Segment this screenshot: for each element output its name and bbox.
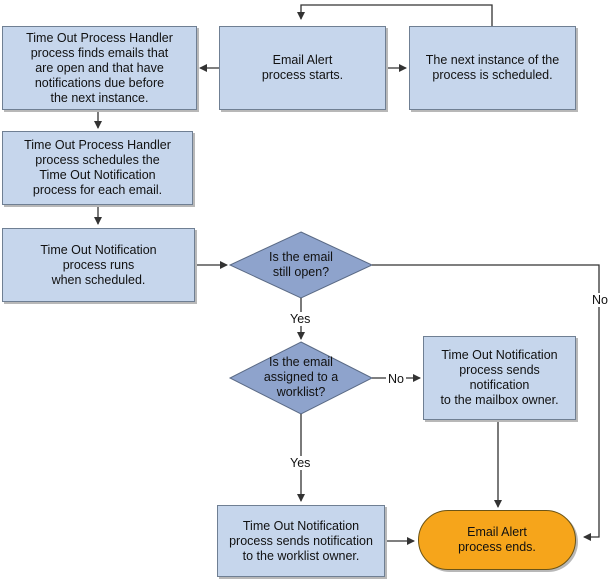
decision-assigned-worklist-label: Is the email assigned to a worklist?	[263, 355, 339, 399]
node-notify-mailbox-text: Time Out Notification process sends noti…	[440, 348, 559, 407]
node-next-instance: The next instance of the process is sche…	[409, 26, 576, 110]
edge-label-open-yes: Yes	[288, 312, 313, 326]
node-notify-mailbox: Time Out Notification process sends noti…	[423, 336, 576, 420]
node-handler-finds-text: Time Out Process Handler process finds e…	[26, 30, 173, 105]
node-notify-worklist-text: Time Out Notification process sends noti…	[229, 518, 373, 563]
edge-label-assigned-no: No	[386, 372, 406, 386]
node-handler-schedules: Time Out Process Handler process schedul…	[2, 131, 193, 205]
decision-still-open-label: Is the email still open?	[269, 250, 333, 279]
node-alert-starts: Email Alert process starts.	[219, 26, 386, 110]
node-alert-ends: Email Alert process ends.	[418, 510, 576, 570]
node-next-instance-text: The next instance of the process is sche…	[425, 53, 560, 82]
edge-next-instance-loop	[297, 4, 493, 26]
node-alert-starts-text: Email Alert process starts.	[261, 53, 344, 82]
node-alert-ends-text: Email Alert process ends.	[458, 525, 536, 554]
node-notification-runs: Time Out Notification process runs when …	[2, 228, 195, 302]
node-handler-schedules-text: Time Out Process Handler process schedul…	[24, 138, 171, 197]
edge-label-assigned-yes: Yes	[288, 456, 313, 470]
node-notify-worklist: Time Out Notification process sends noti…	[217, 505, 385, 577]
node-notification-runs-text: Time Out Notification process runs when …	[40, 242, 157, 287]
edge-open-no	[372, 264, 600, 541]
node-handler-finds: Time Out Process Handler process finds e…	[2, 26, 197, 110]
edge-label-open-no: No	[590, 293, 610, 307]
